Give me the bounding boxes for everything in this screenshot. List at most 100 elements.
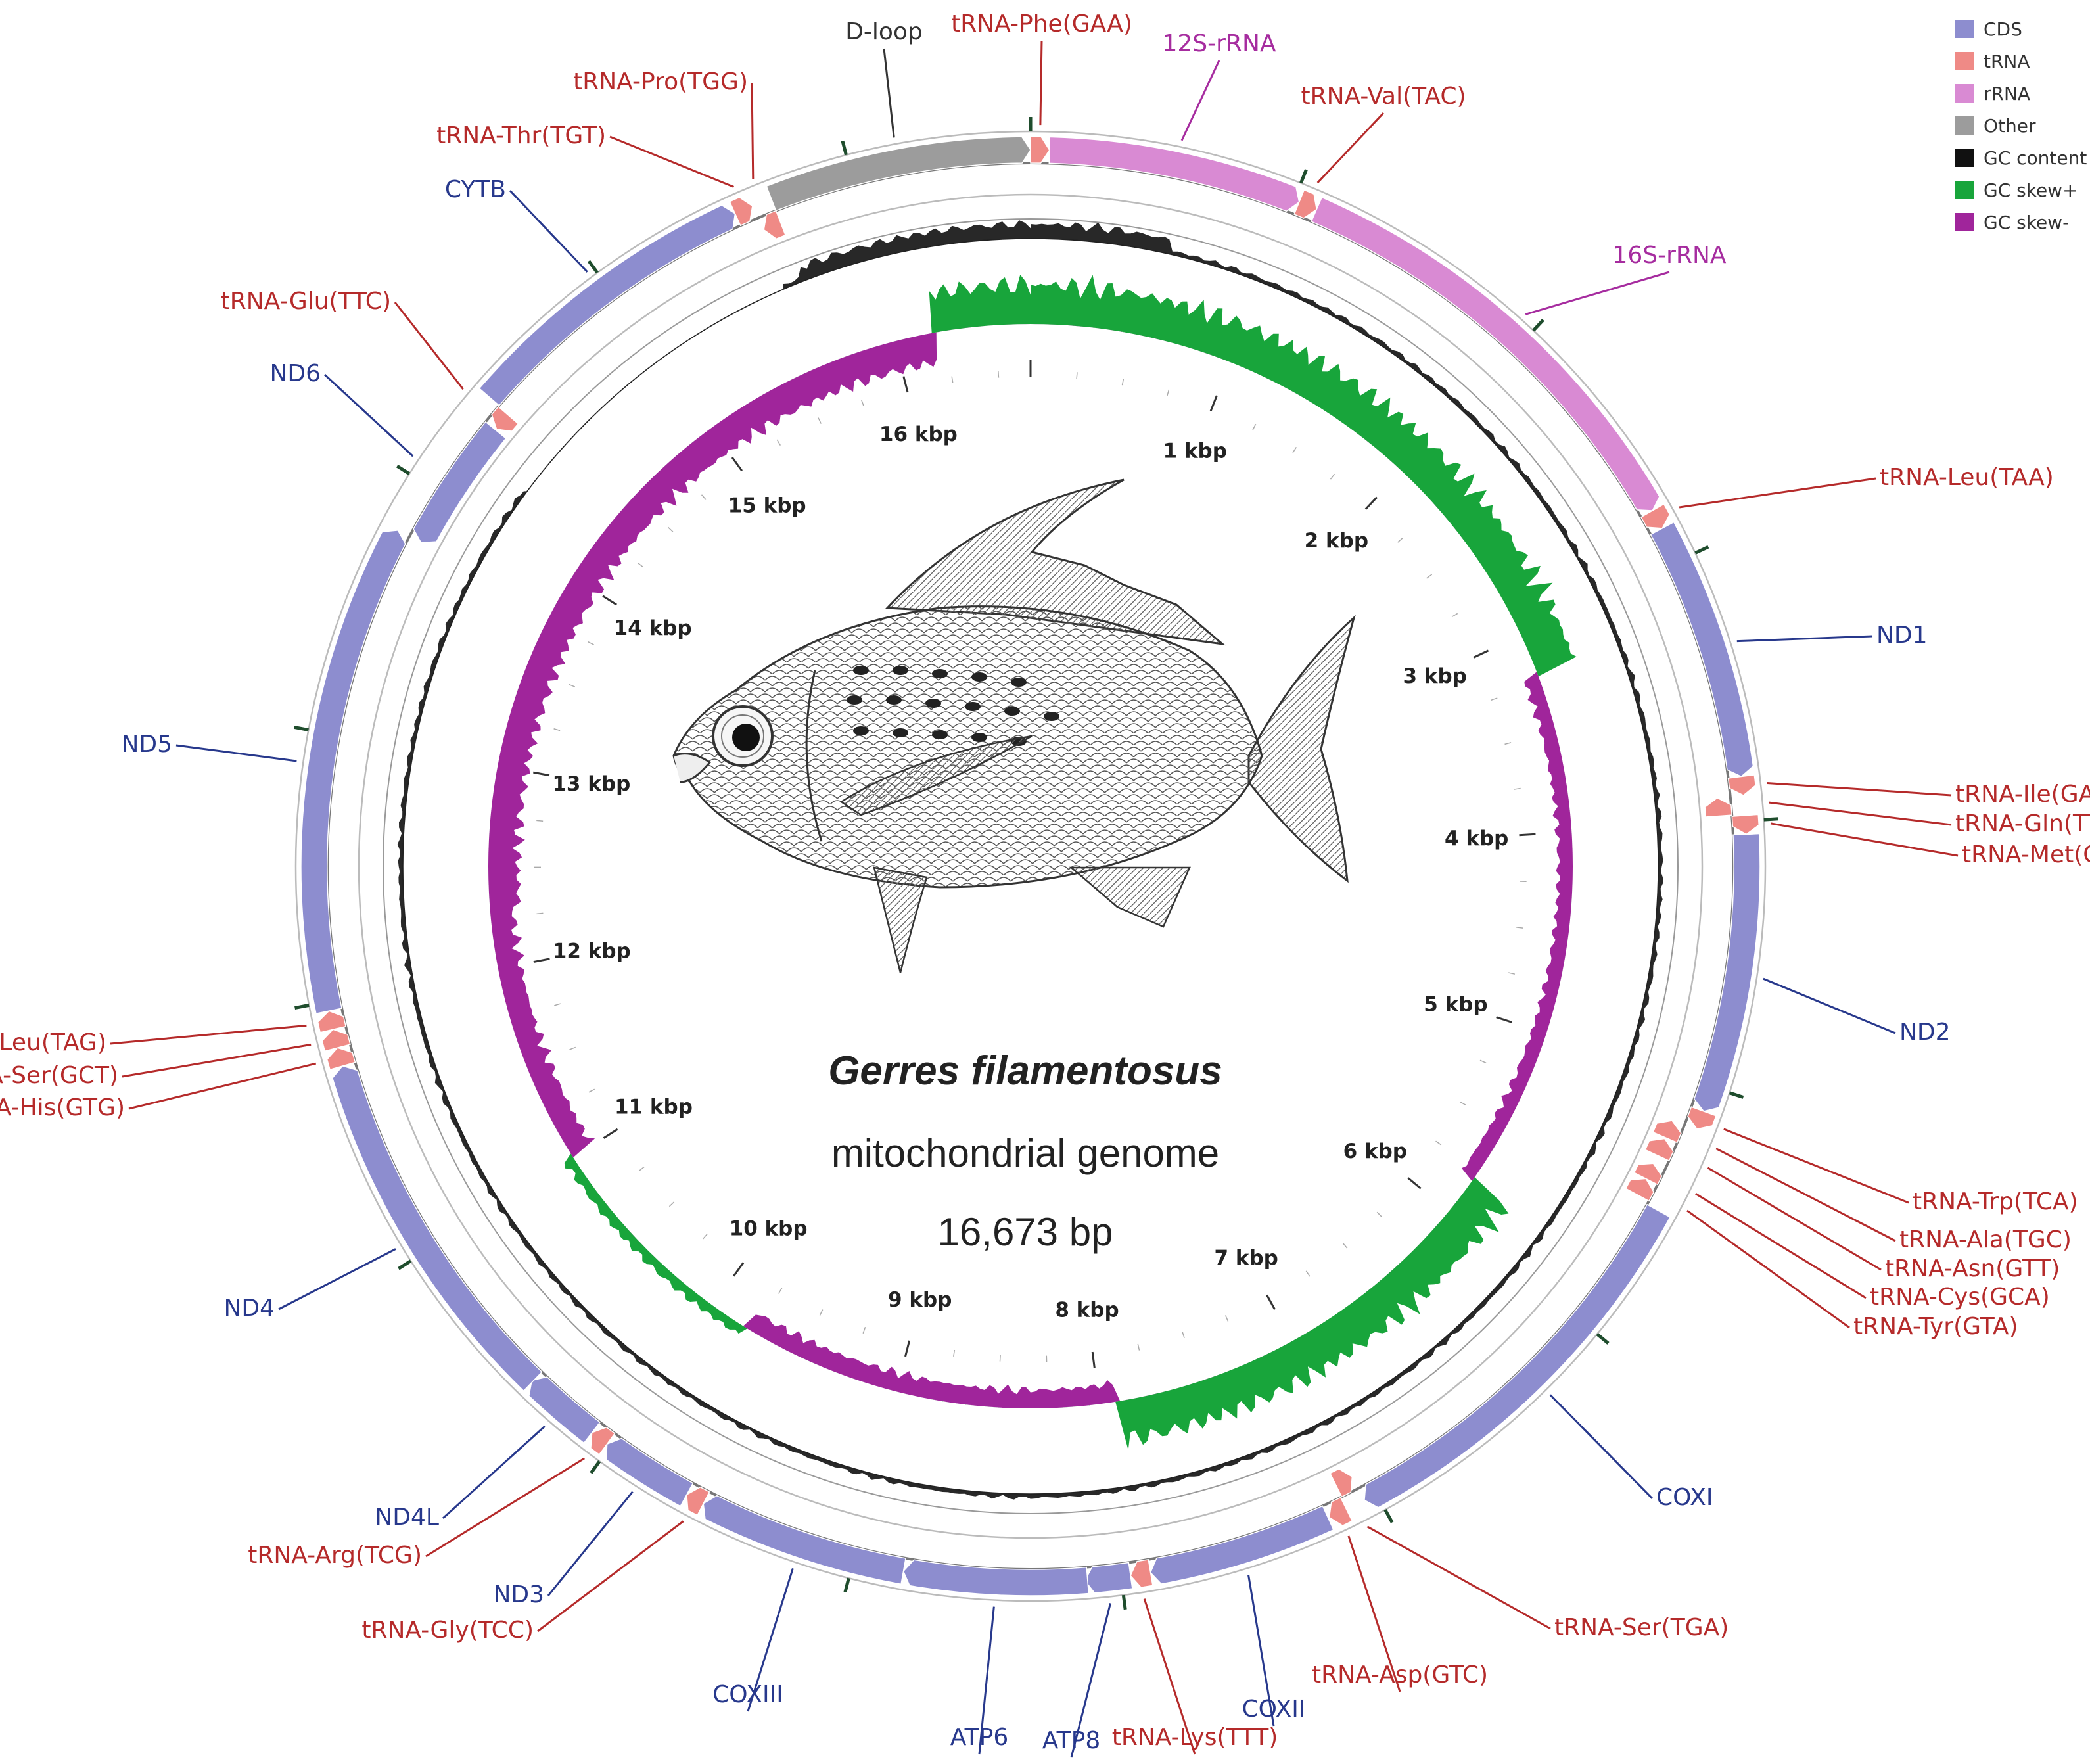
label-trna-leu-tag: tRNA-Leu(TAG)	[0, 1029, 106, 1056]
leader-27	[278, 1248, 396, 1311]
feature-trna-his-gtg	[326, 1047, 356, 1071]
kbp-label-4: 4 kbp	[1445, 827, 1508, 850]
label-trna-ile-gat: tRNA-Ile(GAT)	[1955, 781, 2090, 808]
feature-trna-cys-gca	[1633, 1163, 1663, 1186]
feature-atp8	[1084, 1562, 1133, 1594]
leader-31	[175, 744, 297, 762]
feature-coxi	[1364, 1203, 1671, 1508]
feature-nd3	[605, 1437, 694, 1507]
label-coxi: COXI	[1656, 1484, 1713, 1511]
label-nd3: ND3	[493, 1581, 544, 1608]
label-atp6: ATP6	[950, 1724, 1008, 1751]
feature-trna-phe-gaa	[1030, 136, 1050, 164]
legend-swatch-1	[1955, 52, 1974, 70]
feature-trna-trp-tca	[1687, 1106, 1717, 1130]
feature-trna-leu-tag	[317, 1010, 347, 1033]
leader-24	[547, 1491, 634, 1596]
label-trna-phe-gaa: tRNA-Phe(GAA)	[951, 11, 1132, 37]
feature-trna-val-tac	[1293, 189, 1318, 219]
genome-size: 16,673 bp	[938, 1210, 1113, 1254]
feature-trna-ser-gct	[321, 1029, 351, 1052]
leader-4	[1679, 477, 1876, 509]
leader-0	[1039, 40, 1043, 126]
anal-fin	[1069, 866, 1191, 928]
label-trna-lys-ttt: tRNA-Lys(TTT)	[1112, 1724, 1278, 1751]
leader-20	[1070, 1603, 1112, 1758]
feature-coxii	[1150, 1505, 1334, 1585]
leader-12	[1707, 1167, 1882, 1271]
kbp-label-15: 15 kbp	[728, 494, 806, 518]
feature-trna-pro-tgg	[763, 210, 787, 240]
ring-guide-3	[383, 218, 1679, 1514]
kbp-label-11: 11 kbp	[615, 1095, 693, 1119]
leader-17	[1347, 1535, 1401, 1692]
label-coxiii: COXIII	[712, 1681, 783, 1708]
genome-subtitle: mitochondrial genome	[831, 1131, 1219, 1175]
label-nd4l: ND4L	[375, 1504, 439, 1531]
label-16s-rrna: 16S-rRNA	[1612, 242, 1726, 269]
kbp-label-14: 14 kbp	[614, 616, 692, 640]
feature-nd6	[413, 421, 507, 544]
legend-swatch-4	[1955, 149, 1974, 167]
feature-trna-asn-gtt	[1644, 1138, 1674, 1162]
feature-d-loop	[766, 136, 1031, 212]
leader-18	[1247, 1574, 1275, 1727]
feature-atp6	[902, 1559, 1090, 1596]
legend-label-3: Other	[1984, 115, 2036, 137]
leader-25	[425, 1457, 585, 1558]
feature-track	[300, 136, 1761, 1596]
dorsal-fin	[885, 478, 1226, 646]
kbp-label-7: 7 kbp	[1215, 1247, 1278, 1270]
leader-29	[122, 1043, 312, 1078]
kbp-label-12: 12 kbp	[553, 940, 631, 963]
leader-9	[1763, 977, 1896, 1034]
label-trna-val-tac: tRNA-Val(TAC)	[1301, 83, 1466, 110]
leader-2	[1316, 112, 1385, 184]
feature-trna-met-cat	[1731, 814, 1760, 835]
leader-28	[128, 1062, 317, 1110]
pelvic-fin	[873, 866, 928, 973]
label-trna-ala-tgc: tRNA-Ala(TGC)	[1899, 1226, 2072, 1253]
kbp-label-16: 16 kbp	[879, 423, 958, 446]
feature-nd5	[300, 530, 406, 1015]
legend-swatch-2	[1955, 84, 1974, 103]
label-trna-trp-tca: tRNA-Trp(TCA)	[1913, 1188, 2078, 1215]
feature-trna-ser-tga	[1329, 1468, 1353, 1498]
leader-35	[609, 135, 734, 188]
label-nd6: ND6	[269, 360, 321, 387]
label-12s-rrna: 12S-rRNA	[1162, 30, 1276, 57]
fish-body	[672, 605, 1263, 889]
label-trna-ser-tga: tRNA-Ser(TGA)	[1554, 1614, 1729, 1641]
label-nd1: ND1	[1876, 622, 1928, 649]
leader-34	[509, 189, 588, 273]
feature-trna-tyr-gta	[1625, 1178, 1655, 1202]
legend-swatch-0	[1955, 20, 1974, 38]
feature-trna-thr-tgt	[729, 197, 753, 227]
legend-label-5: GC skew+	[1984, 179, 2078, 201]
leader-6	[1767, 781, 1952, 797]
leader-30	[110, 1024, 307, 1045]
fish-illustration	[672, 478, 1356, 973]
feature-cytb	[478, 204, 736, 407]
leader-37	[883, 48, 895, 138]
leader-15	[1549, 1394, 1654, 1500]
leader-14	[1686, 1209, 1850, 1329]
label-atp8: ATP8	[1042, 1727, 1100, 1754]
kbp-label-3: 3 kbp	[1403, 664, 1466, 688]
label-trna-arg-tcg: tRNA-Arg(TCG)	[248, 1542, 422, 1569]
label-cytb: CYTB	[445, 176, 506, 203]
gill-cover	[805, 670, 823, 842]
legend-swatch-3	[1955, 116, 1974, 135]
feature-nd2	[1693, 833, 1761, 1112]
body-spots	[847, 666, 1059, 746]
label-trna-thr-tgt: tRNA-Thr(TGT)	[436, 122, 606, 149]
kbp-label-2: 2 kbp	[1305, 529, 1368, 553]
feature-trna-glu-ttc	[491, 406, 519, 432]
kbp-label-10: 10 kbp	[730, 1217, 808, 1241]
leader-16	[1366, 1525, 1551, 1630]
label-nd2: ND2	[1899, 1019, 1951, 1046]
label-d-loop: D-loop	[845, 18, 923, 45]
label-trna-cys-gca: tRNA-Cys(GCA)	[1870, 1284, 2050, 1311]
label-nd5: ND5	[121, 731, 172, 758]
